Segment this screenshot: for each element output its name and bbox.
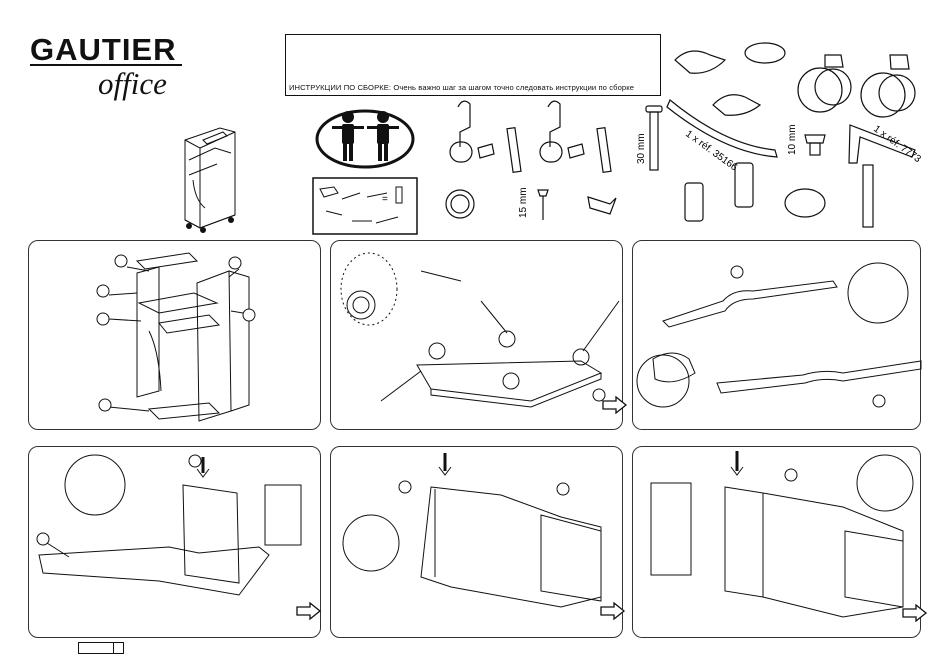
brand-name: GAUTIER [30,32,177,68]
step-1-panel [28,240,321,430]
next-step-arrow-3 [600,602,626,620]
next-step-arrow-4 [902,604,928,622]
step-1-exploded-diagram [29,241,322,431]
two-person-assembly-icon [313,103,418,173]
hardware-illustrations-left: 30 mm 15 mm [438,92,678,232]
step-5-assembly-diagram [331,447,624,639]
step-4-panel [28,446,321,638]
brand-logo: GAUTIER office [28,32,188,102]
dim-30mm-label: 30 mm [636,133,647,164]
brand-subname: office [98,66,167,102]
step-6-panel [632,446,921,638]
step-3-panel [632,240,921,430]
dim-15mm-label: 15 mm [518,187,529,218]
step-3-board-diagram [633,241,922,431]
next-step-arrow-1 [602,396,628,414]
hardware-illustrations-right: 1 x réf. 35166 1 x réf. 7773 10 mm [665,35,935,235]
cabinet-overview-illustration [175,120,245,235]
step-2-panel [330,240,623,430]
step-4-side-panel-diagram [29,447,322,639]
ref-35166-label: 1 x réf. 35166 [683,129,739,174]
instructions-text: ИНСТРУКЦИИ ПО СБОРКЕ: Очень важно шаг за… [289,83,634,92]
step-5-panel [330,446,623,638]
step-6-assembly-diagram [633,447,922,639]
dim-10mm-label: 10 mm [787,124,798,155]
page-number-cell [113,643,123,653]
next-step-arrow-2 [296,602,322,620]
step-2-caster-diagram [331,241,624,431]
svg-text:=: = [382,194,388,205]
tools-box: = [312,177,418,235]
instructions-box: ИНСТРУКЦИИ ПО СБОРКЕ: Очень важно шаг за… [285,34,661,96]
page-number-box [78,642,124,654]
